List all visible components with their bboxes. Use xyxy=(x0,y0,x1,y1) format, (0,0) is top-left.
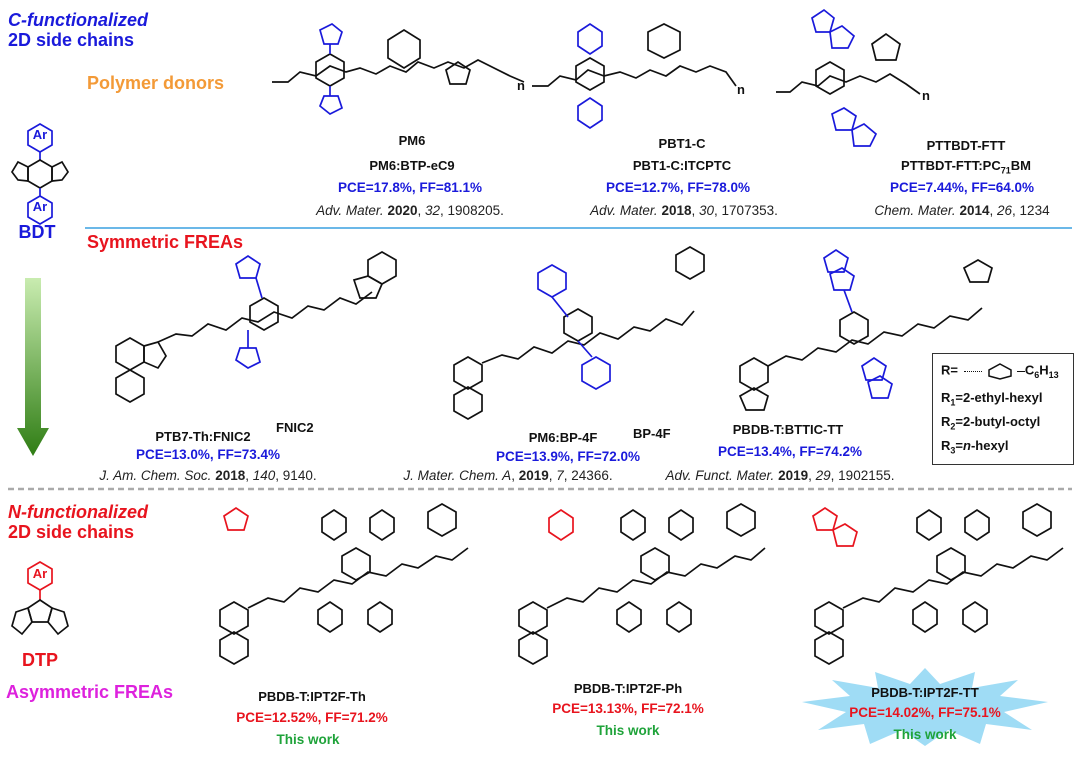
bttic-tt-structure xyxy=(738,248,994,411)
symmetric-freas-heading: Symmetric FREAs xyxy=(87,232,244,252)
r-definition: R= C6H13 xyxy=(941,362,1059,381)
highlight-starburst xyxy=(802,668,1048,746)
bttic-tt-ref: Adv. Funct. Mater. 2019, 29, 1902155. xyxy=(665,468,895,483)
bttic-tt-pce: PCE=13.4%, FF=74.2% xyxy=(717,444,863,459)
bdt-structure xyxy=(10,123,70,225)
pm6-name: PM6 xyxy=(398,133,426,148)
bp-4f-pce: PCE=13.9%, FF=72.0% xyxy=(495,449,641,464)
r1-definition: R1=2-ethyl-hexyl xyxy=(941,390,1043,408)
bp-4f-name: BP-4F xyxy=(633,426,671,441)
pbt1-c-structure xyxy=(532,22,737,130)
ipt2f-tt-note: This work xyxy=(893,727,957,742)
ipt2f-ph-pce: PCE=13.13%, FF=72.1% xyxy=(552,701,704,716)
bp-4f-ref: J. Mater. Chem. A, 2019, 7, 24366. xyxy=(403,468,613,483)
bttic-tt-blend: PBDB-T:BTTIC-TT xyxy=(732,422,844,437)
dtp-label: DTP xyxy=(22,650,58,670)
pttbdt-ftt-pce: PCE=7.44%, FF=64.0% xyxy=(889,180,1035,195)
n-functionalized-heading: N-functionalized 2D side chains xyxy=(8,502,148,542)
ipt2f-tt-blend: PBDB-T:IPT2F-TT xyxy=(871,685,979,700)
pm6-ref: Adv. Mater. 2020, 32, 1908205. xyxy=(316,203,504,218)
bdt-label: BDT xyxy=(18,222,56,242)
pm6-blend: PM6:BTP-eC9 xyxy=(369,158,455,173)
pbt1-c-pce: PCE=12.7%, FF=78.0% xyxy=(605,180,751,195)
down-arrow-icon xyxy=(17,278,49,456)
pm6-pce: PCE=17.8%, FF=81.1% xyxy=(337,180,483,195)
asymmetric-freas-heading: Asymmetric FREAs xyxy=(6,682,174,702)
pttbdt-ftt-ref: Chem. Mater. 2014, 26, 1234 xyxy=(874,203,1050,218)
ipt2f-th-pce: PCE=12.52%, FF=71.2% xyxy=(236,710,388,725)
fnic2-pce: PCE=13.0%, FF=73.4% xyxy=(135,447,281,462)
ipt2f-tt-pce: PCE=14.02%, FF=75.1% xyxy=(849,705,1001,720)
polymer-donors-heading: Polymer donors xyxy=(87,73,225,93)
c-functionalized-heading: C-functionalized 2D side chains xyxy=(8,10,148,50)
r2-definition: R2=2-butyl-octyl xyxy=(941,414,1041,432)
bp-4f-structure xyxy=(453,246,705,420)
fnic2-ref: J. Am. Chem. Soc. 2018, 140, 9140. xyxy=(99,468,317,483)
pttbdt-ftt-structure xyxy=(776,8,921,147)
pttbdt-ftt-name: PTTBDT-FTT xyxy=(926,138,1006,153)
dtp-structure xyxy=(11,561,69,636)
bdt-ar-bottom-label: Ar xyxy=(32,199,48,214)
ipt2f-th-blend: PBDB-T:IPT2F-Th xyxy=(258,689,366,704)
r3-definition: R3=n-hexyl xyxy=(941,438,1009,456)
r-group-legend: R= C6H13 R1=2-ethyl-hexyl R2=2-butyl-oct… xyxy=(932,353,1074,465)
dtp-ar-label: Ar xyxy=(32,566,48,581)
bp-4f-blend: PM6:BP-4F xyxy=(528,430,598,445)
pm6-structure xyxy=(272,22,525,116)
pbt1-c-blend: PBT1-C:ITCPTC xyxy=(632,158,732,173)
pbt1-c-name: PBT1-C xyxy=(658,136,706,151)
ipt2f-th-structure xyxy=(219,503,469,665)
pttbdt-ftt-blend: PTTBDT-FTT:PC71BM xyxy=(901,158,1031,176)
ipt2f-ph-structure xyxy=(518,503,766,665)
fnic2-blend: PTB7-Th:FNIC2 xyxy=(155,429,251,444)
fnic2-structure xyxy=(115,251,397,403)
fnic2-name: FNIC2 xyxy=(276,420,314,435)
ipt2f-ph-note: This work xyxy=(596,723,660,738)
ipt2f-th-note: This work xyxy=(276,732,340,747)
ipt2f-ph-blend: PBDB-T:IPT2F-Ph xyxy=(573,681,683,696)
ipt2f-tt-structure xyxy=(812,503,1064,665)
bdt-ar-top-label: Ar xyxy=(32,127,48,142)
pbt1-c-ref: Adv. Mater. 2018, 30, 1707353. xyxy=(590,203,778,218)
